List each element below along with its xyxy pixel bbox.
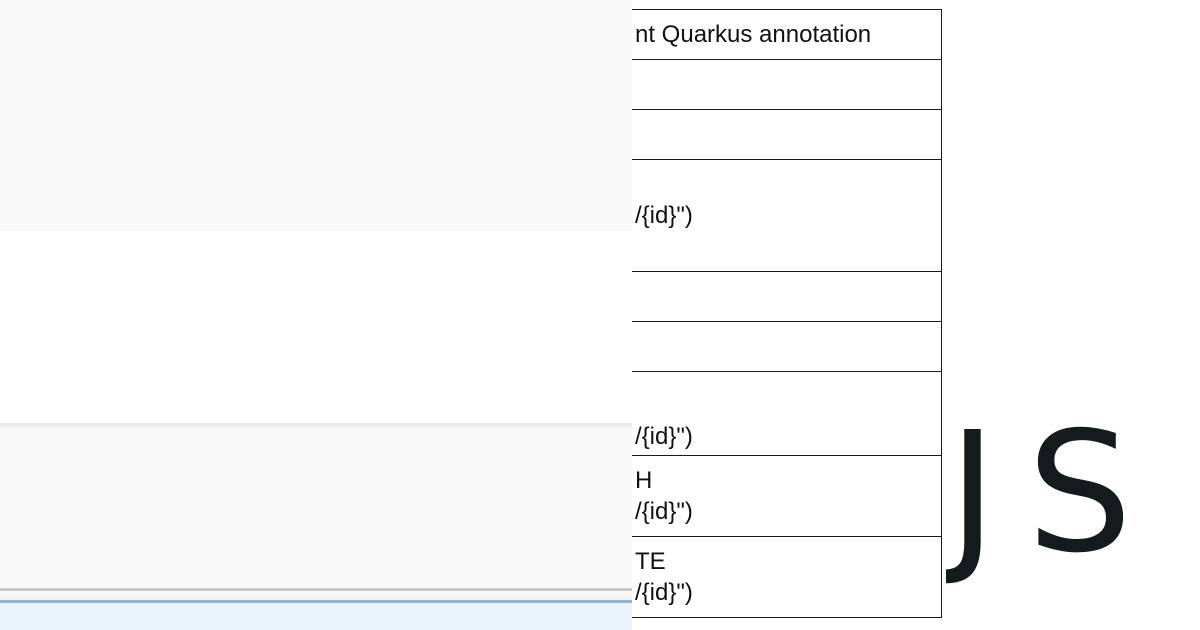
table-header-row: nt Quarkus annotation [632, 9, 942, 60]
annotation-table: nt Quarkus annotation /{id}") [632, 9, 942, 618]
cell-text: /{id}") [635, 202, 693, 229]
middle-block-shadow-border [0, 423, 632, 428]
table-cell [632, 271, 942, 322]
cell-text: /{id}") [635, 423, 693, 450]
table-row [632, 271, 942, 322]
left-ui-panel [0, 0, 632, 630]
top-gray-block [0, 0, 632, 231]
table-row [632, 59, 942, 110]
lower-gray-block [0, 428, 632, 589]
table-cell: /{id}") [632, 371, 942, 456]
blue-divider [0, 600, 632, 603]
cell-text-line-1: TE [635, 548, 666, 575]
table-cell [632, 321, 942, 372]
table-row: H /{id}") [632, 455, 942, 537]
js-logo: JS [946, 418, 1200, 588]
cell-text-line-2: /{id}") [635, 579, 693, 606]
middle-white-block [0, 231, 632, 423]
table-row [632, 321, 942, 372]
table-row [632, 109, 942, 160]
table-row: /{id}") [632, 371, 942, 456]
blue-highlight-area [0, 603, 632, 630]
gray-divider [0, 588, 632, 591]
table-cell [632, 109, 942, 160]
table-row: /{id}") [632, 159, 942, 272]
cell-text-line-1: H [635, 467, 653, 494]
table-row: TE /{id}") [632, 536, 942, 618]
table-cell: /{id}") [632, 159, 942, 272]
table-cell: TE /{id}") [632, 536, 942, 618]
table-header-text: nt Quarkus annotation [635, 21, 872, 48]
gray-band [0, 591, 632, 600]
table-cell [632, 59, 942, 110]
js-logo-text: JS [948, 418, 1163, 588]
table-cell: H /{id}") [632, 455, 942, 537]
table-header-cell: nt Quarkus annotation [632, 9, 942, 60]
annotation-table-container: nt Quarkus annotation /{id}") [632, 9, 942, 623]
cell-text-line-2: /{id}") [635, 498, 693, 525]
